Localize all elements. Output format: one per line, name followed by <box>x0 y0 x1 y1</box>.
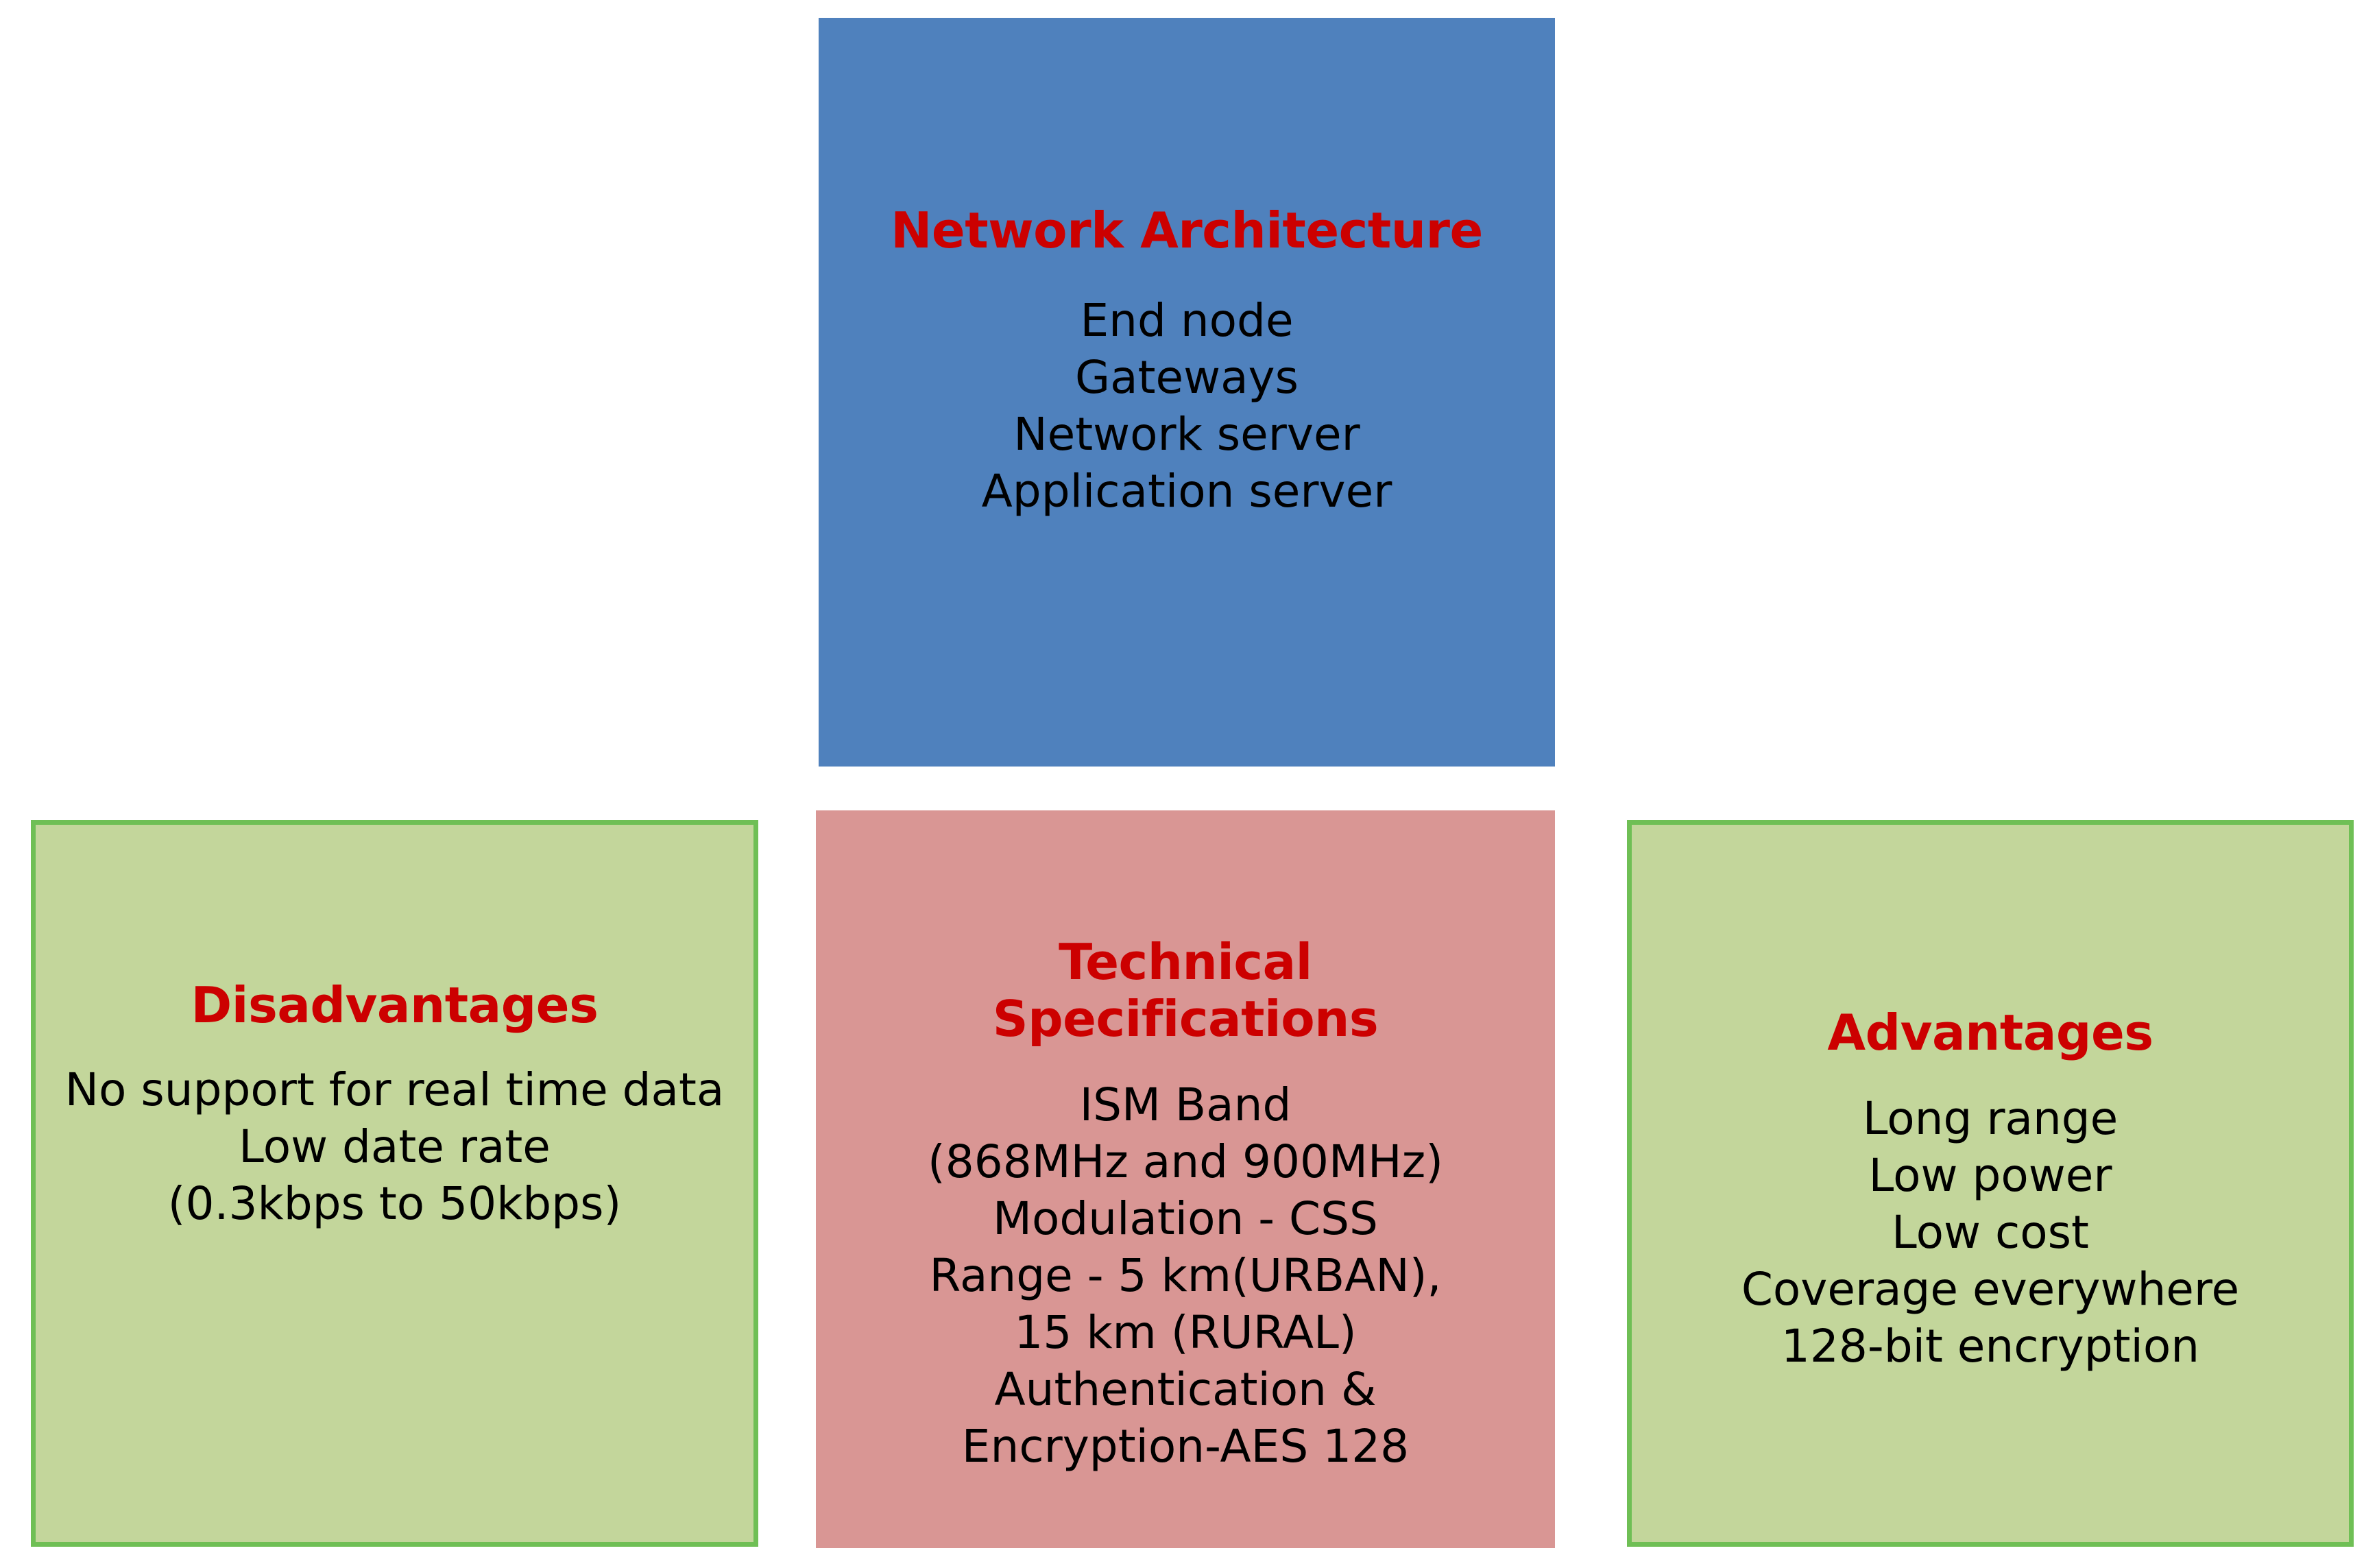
box-disadvantages-body: No support for real time data Low date r… <box>64 1063 725 1230</box>
box-advantages: Advantages Long range Low power Low cost… <box>1627 820 2354 1547</box>
box-technical-specifications-title: Technical Specifications <box>992 933 1379 1048</box>
box-network-architecture: Network Architecture End node Gateways N… <box>819 18 1555 767</box>
box-network-architecture-title: Network Architecture <box>891 202 1483 259</box>
box-technical-specifications: Technical Specifications ISM Band (868MH… <box>816 810 1555 1548</box>
box-network-architecture-body: End node Gateways Network server Applica… <box>981 294 1392 518</box>
box-advantages-body: Long range Low power Low cost Coverage e… <box>1741 1092 2240 1373</box>
box-disadvantages-title: Disadvantages <box>191 976 599 1034</box>
box-advantages-title: Advantages <box>1827 1004 2153 1061</box>
box-technical-specifications-body: ISM Band (868MHz and 900MHz) Modulation … <box>927 1078 1443 1473</box>
box-disadvantages: Disadvantages No support for real time d… <box>31 820 758 1547</box>
